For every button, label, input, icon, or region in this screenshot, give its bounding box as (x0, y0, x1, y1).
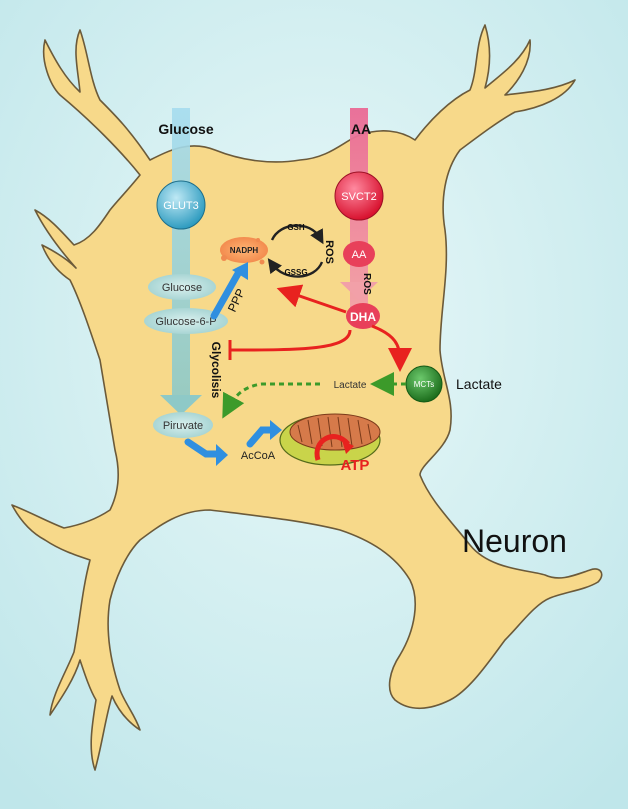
piruvate-to-accoa-arrowhead (216, 444, 228, 466)
svct2-label: SVCT2 (341, 191, 376, 203)
glucose6p-label: Glucose-6-P (155, 316, 216, 328)
atp-label: ATP (341, 457, 370, 474)
lactate-metabolite-label: Lactate (334, 380, 367, 391)
dha-label: DHA (350, 310, 376, 324)
aa-input-label: AA (351, 121, 371, 137)
neuron-label: Neuron (462, 523, 567, 559)
dha-inhibit-glycolysis (229, 329, 352, 352)
gsh-cycle-arrow (270, 224, 324, 245)
glycolisis-label: Glycolisis (209, 342, 223, 399)
lactate-input-label: Lactate (456, 376, 502, 392)
piruvate-node (153, 412, 213, 438)
glucose-metabolite-label: Glucose (162, 282, 202, 294)
glucose-node (148, 274, 216, 300)
glucose6p-node (144, 308, 228, 334)
dha-to-ppp-arrow (276, 284, 347, 314)
gsh-label: GSH (287, 223, 305, 232)
lactate-to-piruvate-arrow (222, 382, 320, 419)
ros-aa-label: ROS (361, 273, 372, 295)
accoa-to-mito-arrowhead (270, 420, 282, 440)
glucose-input-label: Glucose (158, 121, 213, 137)
aa-track-arrowhead (340, 282, 378, 300)
accoa-label: AcCoA (241, 450, 276, 462)
nadph-label: NADPH (230, 246, 259, 255)
piruvate-to-accoa-arrow (184, 438, 224, 458)
nadph-dot (221, 255, 227, 261)
glycolysis-arrowhead (160, 395, 202, 415)
mcts-label: MCTs (414, 380, 434, 389)
nadph-dot (256, 238, 260, 242)
mitochondrion (279, 413, 381, 466)
ppp-arrowhead (232, 262, 248, 280)
aa-inside-label: AA (352, 249, 367, 261)
ppp-arrow (210, 266, 244, 320)
gssg-label: GSSG (284, 268, 307, 277)
piruvate-label: Piruvate (163, 420, 203, 432)
ros-cycle-label: ROS (323, 240, 335, 264)
glut3-label: GLUT3 (163, 200, 198, 212)
dha-node (346, 303, 380, 329)
nadph-dot (259, 259, 265, 265)
atp-cycle-arrowhead (342, 440, 354, 454)
glucose-track (172, 108, 190, 398)
gssg-cycle-arrow (267, 258, 324, 278)
atp-cycle-arrow (314, 434, 350, 461)
dha-to-mcts-arrow (371, 324, 412, 372)
glut3-transporter (156, 180, 206, 230)
aa-inside-node (343, 241, 375, 267)
svct2-transporter (334, 171, 384, 221)
nadph-node (220, 237, 268, 263)
